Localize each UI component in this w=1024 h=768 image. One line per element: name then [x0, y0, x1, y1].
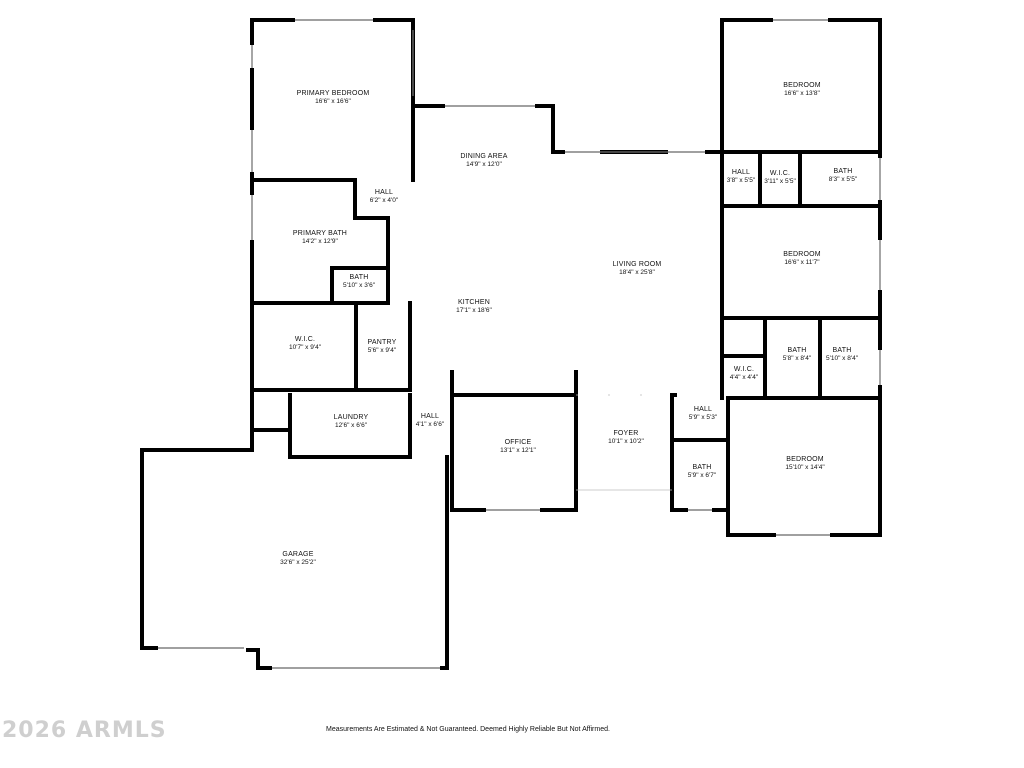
- room-name: PRIMARY BATH: [292, 230, 348, 237]
- room-name: BEDROOM: [786, 456, 824, 463]
- room-hall-primary: HALL 6'2" x 4'0": [370, 189, 398, 205]
- room-dims: 16'6" x 13'8": [784, 90, 820, 98]
- room-foyer: FOYER 10'1" x 10'2": [608, 430, 644, 446]
- room-name: W.I.C.: [769, 170, 791, 177]
- wall-ne-bath-wic: [720, 150, 882, 208]
- room-bath-ne: BATH 8'3" x 5'5": [829, 168, 857, 184]
- room-dims: 5'10" x 8'4": [825, 355, 859, 363]
- room-dims: 5'6" x 9'4": [367, 347, 397, 355]
- room-dims: 3'8" x 5'5": [726, 177, 756, 185]
- room-bath-east: BATH 5'9" x 6'7": [688, 464, 716, 480]
- room-bedroom-se: BEDROOM 15'10" x 14'4": [785, 456, 824, 472]
- room-primary-bedroom: PRIMARY BEDROOM 16'6" x 16'6": [297, 90, 370, 106]
- room-name: BEDROOM: [783, 82, 821, 89]
- room-name: HALL: [693, 406, 713, 413]
- room-name: BATH: [692, 464, 712, 471]
- room-dims: 4'1" x 6'6": [415, 421, 445, 429]
- room-name: BEDROOM: [783, 251, 821, 258]
- room-dims: 32'6" x 25'2": [280, 559, 316, 567]
- room-dims: 6'2" x 4'0": [369, 197, 399, 205]
- room-dims: 14'2" x 12'9": [302, 238, 338, 246]
- room-dims: 12'6" x 6'6": [334, 422, 368, 430]
- room-dims: 5'9" x 6'7": [687, 472, 717, 480]
- room-bedroom-ne: BEDROOM 16'6" x 13'8": [783, 82, 821, 98]
- room-name: HALL: [420, 413, 440, 420]
- room-pantry: PANTRY 5'6" x 9'4": [368, 339, 397, 355]
- room-name: W.I.C.: [733, 366, 755, 373]
- room-hall-laundry: HALL 4'1" x 6'6": [416, 413, 444, 429]
- room-dims: 3'11" x 5'5": [764, 178, 796, 186]
- room-name: BATH: [833, 168, 853, 175]
- thin-lines: [412, 30, 672, 491]
- room-dining-area: DINING AREA 14'9" x 12'0": [460, 153, 507, 169]
- room-dims: 4'4" x 4'4": [729, 374, 759, 382]
- room-wic-small: W.I.C. 4'4" x 4'4": [730, 366, 758, 382]
- walls: [140, 18, 882, 670]
- room-kitchen: KITCHEN 17'1" x 18'6": [456, 299, 492, 315]
- room-dims: 17'1" x 18'6": [456, 307, 492, 315]
- room-name: W.I.C.: [294, 336, 316, 343]
- wall-hall-primary: [250, 178, 390, 220]
- watermark: 2026 ARMLS: [2, 718, 167, 743]
- room-dims: 10'1" x 10'2": [608, 438, 644, 446]
- room-name: BATH: [787, 347, 807, 354]
- room-primary-bath: PRIMARY BATH 14'2" x 12'9": [293, 230, 347, 246]
- room-name: HALL: [731, 169, 751, 176]
- room-living-room: LIVING ROOM 18'4" x 25'8": [613, 261, 662, 277]
- room-dims: 5'8" x 8'4": [782, 355, 812, 363]
- room-name: HALL: [374, 189, 394, 196]
- room-name: DINING AREA: [460, 153, 508, 160]
- room-name: PRIMARY BEDROOM: [296, 90, 370, 97]
- wall-se-bedroom-top: [726, 396, 882, 442]
- room-dims: 5'9" x 5'3": [688, 414, 718, 422]
- room-name: OFFICE: [504, 439, 532, 446]
- room-name: KITCHEN: [457, 299, 491, 306]
- room-dims: 16'6" x 16'6": [315, 98, 351, 106]
- wall-dining-top: [411, 104, 724, 154]
- room-laundry: LAUNDRY 12'6" x 6'6": [334, 414, 369, 430]
- room-name: FOYER: [613, 430, 639, 437]
- room-name: LAUNDRY: [333, 414, 369, 421]
- windows: [158, 17, 883, 671]
- room-name: GARAGE: [282, 551, 314, 558]
- room-garage: GARAGE 32'6" x 25'2": [280, 551, 316, 567]
- wall-laundry: [250, 388, 412, 459]
- room-dims: 5'10" x 3'6": [342, 282, 376, 290]
- room-name: LIVING ROOM: [612, 261, 662, 268]
- room-bath-mid-left: BATH 5'8" x 8'4": [783, 347, 811, 363]
- window-lines: [158, 19, 881, 669]
- room-bath-mid-right: BATH 5'10" x 8'4": [826, 347, 858, 363]
- room-dims: 10'7" x 9'4": [288, 344, 322, 352]
- room-dims: 13'1" x 12'1": [500, 447, 536, 455]
- room-dims: 14'9" x 12'0": [466, 161, 502, 169]
- room-dims: 18'4" x 25'8": [619, 269, 655, 277]
- room-dims: 16'6" x 11'7": [784, 259, 820, 267]
- wall-wic-pantry: [250, 301, 412, 392]
- wall-garage: [140, 428, 449, 670]
- room-name: PANTRY: [367, 339, 397, 346]
- room-office: OFFICE 13'1" x 12'1": [500, 439, 536, 455]
- room-dims: 15'10" x 14'4": [785, 464, 825, 472]
- room-hall-east: HALL 5'9" x 5'3": [689, 406, 717, 422]
- disclaimer-text: Measurements Are Estimated & Not Guarant…: [326, 726, 610, 733]
- room-hall-ne: HALL 3'8" x 5'5": [727, 169, 755, 185]
- room-bedroom-mid: BEDROOM 16'6" x 11'7": [783, 251, 821, 267]
- wall-east-hall: [670, 393, 730, 442]
- room-name: BATH: [349, 274, 369, 281]
- room-wic-ne: W.I.C. 3'11" x 5'5": [764, 170, 796, 186]
- room-name: BATH: [832, 347, 852, 354]
- room-bath-small: BATH 5'10" x 3'6": [343, 274, 375, 290]
- room-wic-primary: W.I.C. 10'7" x 9'4": [289, 336, 321, 352]
- room-dims: 8'3" x 5'5": [828, 176, 858, 184]
